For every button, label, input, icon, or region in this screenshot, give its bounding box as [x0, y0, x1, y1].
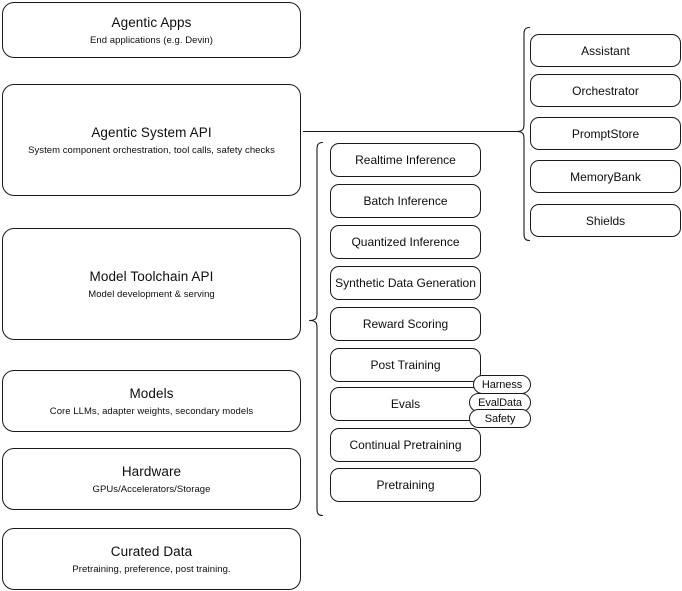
- system-node-promptstore[interactable]: PromptStore: [530, 117, 681, 150]
- node-label: Post Training: [370, 358, 441, 372]
- node-label: PromptStore: [571, 126, 640, 141]
- layer-title: Model Toolchain API: [89, 268, 214, 284]
- toolchain-node-post-training[interactable]: Post Training: [330, 348, 481, 382]
- layer-title: Models: [129, 385, 174, 401]
- system-node-assistant[interactable]: Assistant: [530, 34, 681, 67]
- layer-title: Hardware: [121, 463, 182, 479]
- layer-box-agentic-apps[interactable]: Agentic Apps End applications (e.g. Devi…: [2, 2, 301, 58]
- badge-label: Harness: [481, 378, 523, 391]
- layer-title: Agentic Apps: [111, 14, 192, 30]
- layer-subtitle: Model development & serving: [88, 288, 215, 300]
- toolchain-node-continual-pretraining[interactable]: Continual Pretraining: [330, 428, 481, 462]
- badge-label: Safety: [484, 412, 516, 425]
- connector-line-agentic-system-api: [303, 131, 517, 132]
- toolchain-node-pretraining[interactable]: Pretraining: [330, 468, 481, 502]
- node-label: Synthetic Data Generation: [335, 276, 476, 290]
- toolchain-node-synthetic-data-generation[interactable]: Synthetic Data Generation: [330, 266, 481, 300]
- layer-subtitle: GPUs/Accelerators/Storage: [92, 483, 211, 495]
- layer-subtitle: Pretraining, preference, post training.: [72, 563, 231, 575]
- toolchain-node-realtime-inference[interactable]: Realtime Inference: [330, 143, 481, 177]
- layer-title: Agentic System API: [91, 124, 212, 140]
- layer-box-hardware[interactable]: Hardware GPUs/Accelerators/Storage: [2, 448, 301, 510]
- node-label: MemoryBank: [570, 169, 641, 184]
- curly-brace-system-components: [515, 26, 531, 242]
- node-label: Evals: [390, 397, 421, 411]
- node-label: Batch Inference: [363, 194, 448, 208]
- curly-brace-toolchain-components: [308, 141, 324, 517]
- eval-badge-safety[interactable]: Safety: [469, 409, 531, 428]
- toolchain-node-evals[interactable]: Evals: [330, 387, 481, 421]
- layer-title: Curated Data: [110, 543, 193, 559]
- system-node-orchestrator[interactable]: Orchestrator: [530, 74, 681, 107]
- node-label: Reward Scoring: [362, 317, 449, 331]
- layer-box-curated-data[interactable]: Curated Data Pretraining, preference, po…: [2, 528, 301, 590]
- node-label: Continual Pretraining: [349, 438, 462, 452]
- node-label: Quantized Inference: [351, 235, 460, 249]
- node-label: Orchestrator: [572, 83, 639, 98]
- eval-badge-harness[interactable]: Harness: [473, 375, 531, 394]
- toolchain-node-batch-inference[interactable]: Batch Inference: [330, 184, 481, 218]
- system-node-shields[interactable]: Shields: [530, 204, 681, 237]
- node-label: Realtime Inference: [355, 153, 456, 167]
- layer-box-agentic-system-api[interactable]: Agentic System API System component orch…: [2, 84, 301, 196]
- system-node-memorybank[interactable]: MemoryBank: [530, 160, 681, 193]
- layer-box-model-toolchain-api[interactable]: Model Toolchain API Model development & …: [2, 228, 301, 340]
- toolchain-node-quantized-inference[interactable]: Quantized Inference: [330, 225, 481, 259]
- node-label: Assistant: [581, 43, 630, 58]
- node-label: Pretraining: [376, 478, 435, 492]
- layer-subtitle: End applications (e.g. Devin): [90, 34, 213, 46]
- toolchain-node-reward-scoring[interactable]: Reward Scoring: [330, 307, 481, 341]
- layer-box-models[interactable]: Models Core LLMs, adapter weights, secon…: [2, 370, 301, 432]
- badge-label: EvalData: [478, 396, 522, 409]
- layer-subtitle: System component orchestration, tool cal…: [28, 144, 275, 156]
- node-label: Shields: [585, 213, 626, 228]
- layer-subtitle: Core LLMs, adapter weights, secondary mo…: [49, 405, 254, 417]
